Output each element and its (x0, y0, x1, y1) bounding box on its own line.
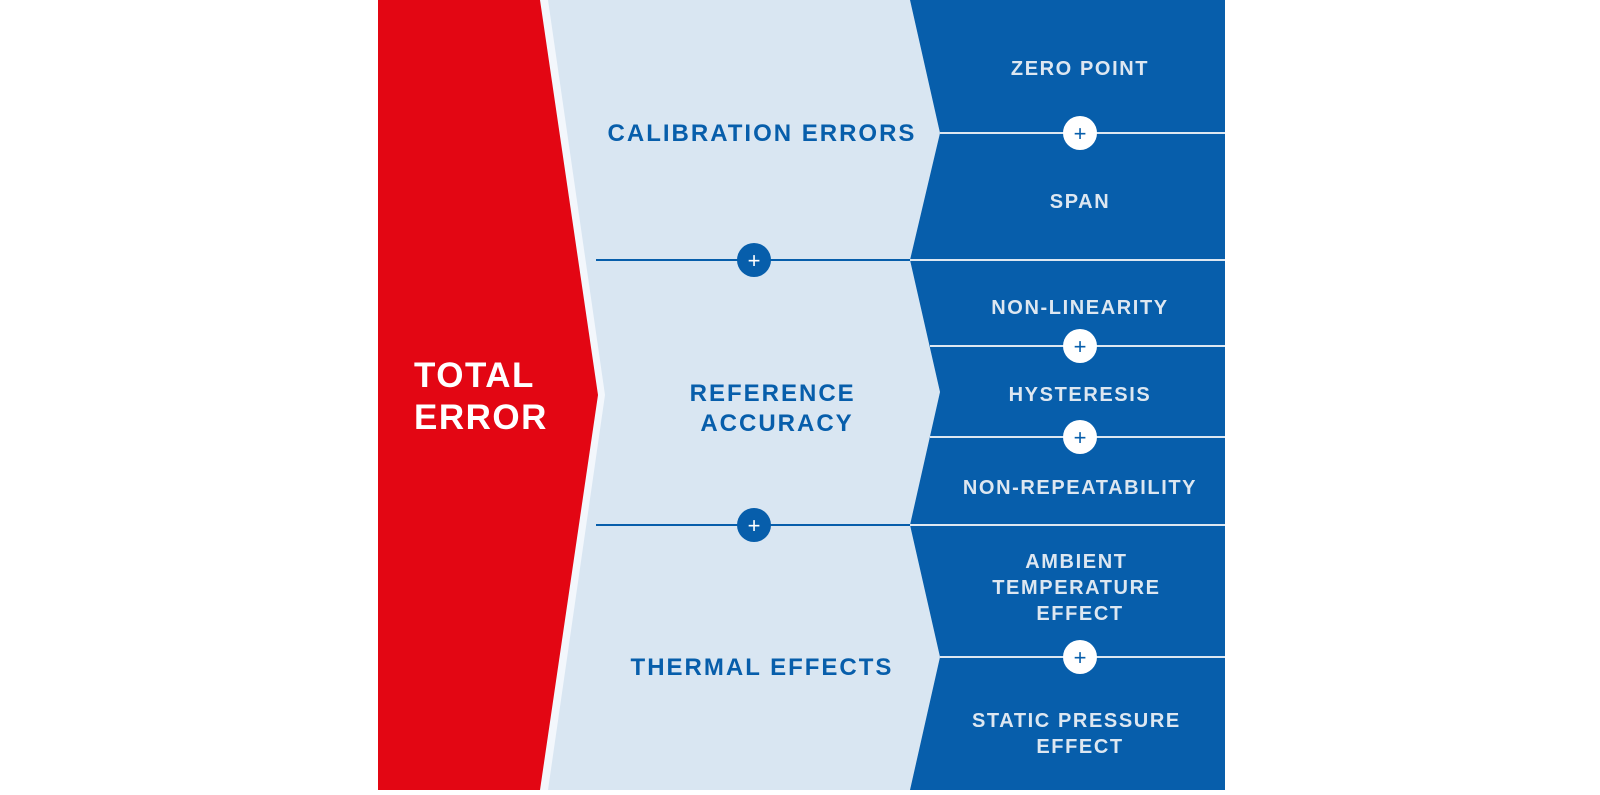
svg-text:+: + (1074, 121, 1087, 146)
component-label-line: TEMPERATURE (992, 577, 1160, 599)
category-thermal-effects-label: THERMAL EFFECTS (631, 654, 894, 681)
plus-icon: + (737, 243, 771, 277)
component-non-linearity-label: NON-LINEARITY (991, 297, 1168, 319)
category-label-line: REFERENCE (690, 380, 856, 407)
component-label-line: HYSTERESIS (1009, 384, 1152, 406)
plus-icon: + (1063, 116, 1097, 150)
total-error-label-line: TOTAL (414, 356, 534, 395)
component-hysteresis-label: HYSTERESIS (1009, 384, 1152, 406)
total-error-arrow (378, 0, 598, 790)
category-label-line: CALIBRATION ERRORS (608, 120, 917, 147)
plus-icon: + (737, 508, 771, 542)
categories-panel (548, 0, 940, 790)
component-label-line: EFFECT (1036, 603, 1123, 625)
components-panel (910, 0, 1225, 790)
component-span-label: SPAN (1050, 191, 1110, 213)
plus-icon: + (1063, 640, 1097, 674)
component-zero-point-label: ZERO POINT (1011, 58, 1149, 80)
svg-text:+: + (748, 248, 761, 273)
svg-text:+: + (1074, 645, 1087, 670)
component-static-pressure-effect-label: STATIC PRESSURE EFFECT (972, 710, 1188, 758)
svg-text:+: + (1074, 425, 1087, 450)
plus-icon: + (1063, 420, 1097, 454)
component-label-line: ZERO POINT (1011, 58, 1149, 80)
component-label-line: EFFECT (1036, 736, 1123, 758)
component-ambient-temperature-effect-label: AMBIENT TEMPERATURE EFFECT (992, 551, 1168, 625)
component-label-line: NON-REPEATABILITY (963, 477, 1197, 499)
category-calibration-errors-label: CALIBRATION ERRORS (608, 120, 917, 147)
component-non-repeatability-label: NON-REPEATABILITY (963, 477, 1197, 499)
component-label-line: STATIC PRESSURE (972, 710, 1181, 732)
svg-text:+: + (1074, 334, 1087, 359)
total-error-label: TOTAL ERROR (414, 356, 548, 437)
category-reference-accuracy-label: REFERENCE ACCURACY (690, 380, 865, 437)
category-label-line: THERMAL EFFECTS (631, 654, 894, 681)
component-label-line: NON-LINEARITY (991, 297, 1168, 319)
category-label-line: ACCURACY (700, 410, 853, 437)
component-label-line: SPAN (1050, 191, 1110, 213)
component-label-line: AMBIENT (1025, 551, 1127, 573)
svg-text:+: + (748, 513, 761, 538)
plus-icon: + (1063, 329, 1097, 363)
total-error-label-line: ERROR (414, 398, 548, 437)
